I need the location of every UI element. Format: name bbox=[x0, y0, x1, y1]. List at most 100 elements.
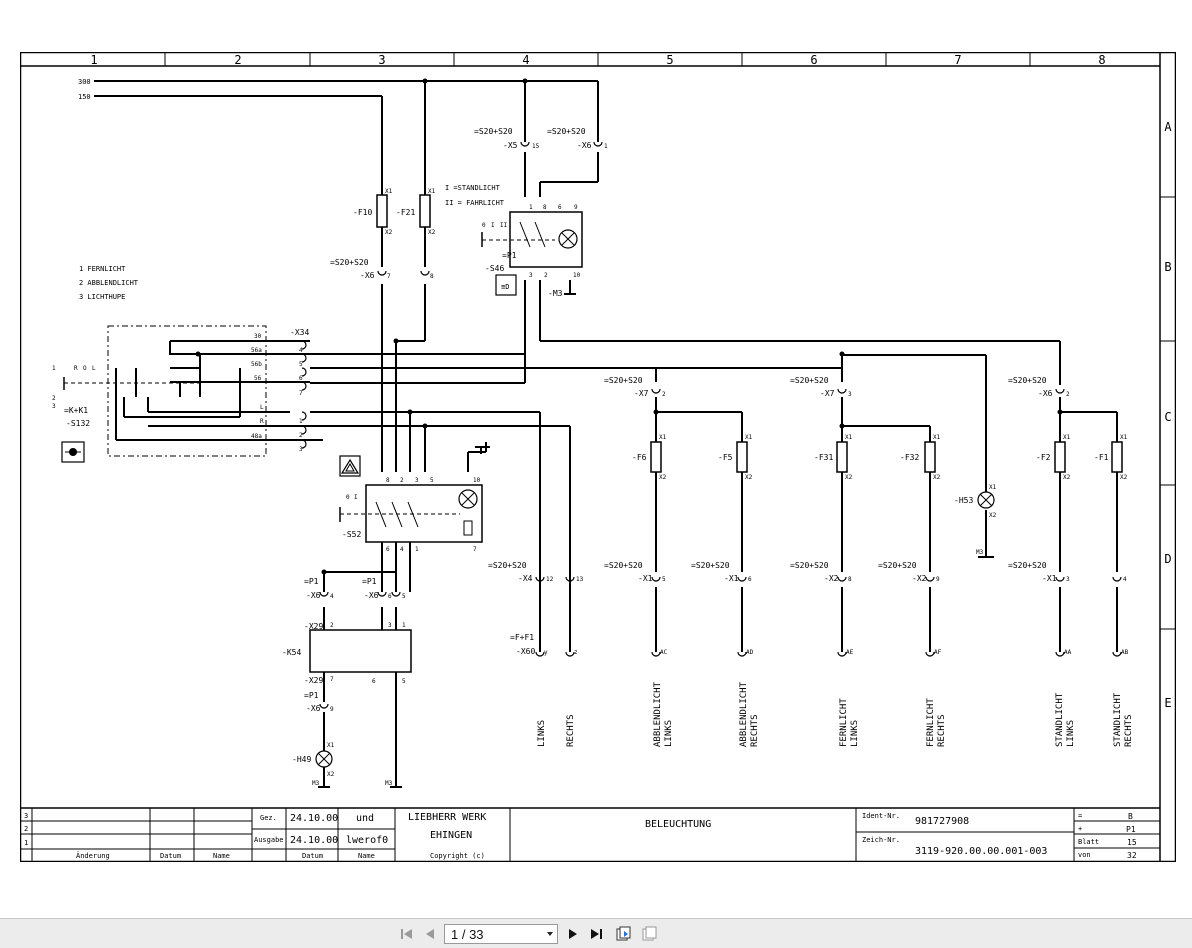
fit-width-icon bbox=[642, 926, 657, 941]
connector-label: -X1 bbox=[724, 574, 739, 583]
output-label: STANDLICHT bbox=[1055, 692, 1065, 747]
schematic-sheet: 1 2 3 4 5 6 7 8 A B C D E F bbox=[20, 52, 1176, 862]
lamp-terminal: X2 bbox=[327, 771, 335, 778]
revision-row-number: 3 bbox=[24, 812, 28, 820]
pin-number: 1 bbox=[52, 365, 56, 372]
output-label: STANDLICHT bbox=[1113, 692, 1123, 747]
component-label: -H53 bbox=[954, 496, 973, 505]
output-label: RECHTS bbox=[750, 714, 760, 747]
next-page-button[interactable] bbox=[564, 925, 582, 943]
connector-label: -X2 bbox=[912, 574, 927, 583]
connector-label: -X34 bbox=[290, 328, 309, 337]
component-label: -S52 bbox=[342, 530, 361, 539]
row-label: A bbox=[1164, 120, 1172, 134]
issued-date: 24.10.00 bbox=[290, 835, 338, 846]
k54-relay bbox=[309, 629, 412, 673]
column-label: 6 bbox=[810, 53, 817, 67]
fuse-symbol bbox=[419, 194, 431, 228]
pin-label: 48a bbox=[251, 433, 262, 440]
row-label: B bbox=[1164, 260, 1171, 274]
h49-lamp bbox=[315, 750, 333, 768]
fuse-symbol bbox=[1111, 441, 1123, 473]
pin-number: 3 bbox=[299, 446, 303, 453]
pin-label: 3 bbox=[848, 391, 852, 398]
pin-label: 4 bbox=[1123, 576, 1127, 583]
output-label: LINKS bbox=[1066, 720, 1076, 747]
copyright-text: Copyright (c) bbox=[430, 852, 485, 860]
fuse-symbol bbox=[836, 441, 848, 473]
meta-label: Blatt bbox=[1078, 838, 1099, 846]
connector-label: =S20+S20 bbox=[604, 561, 643, 570]
issued-name: lwerof0 bbox=[346, 835, 388, 846]
page-selector[interactable]: 1 / 33 bbox=[444, 924, 558, 944]
ground-label: M3 bbox=[312, 780, 320, 787]
mode-label: I bbox=[354, 494, 358, 501]
company-location: EHINGEN bbox=[430, 830, 472, 841]
pin-label: 2 bbox=[330, 622, 334, 629]
meta-value: 15 bbox=[1127, 838, 1137, 847]
mode-label: 0 bbox=[346, 494, 350, 501]
revision-row-number: 1 bbox=[24, 839, 28, 847]
pin-number: 2 bbox=[299, 432, 303, 439]
mode-label: O bbox=[83, 365, 87, 372]
s46-switch bbox=[481, 211, 583, 268]
output-label: FERNLICHT bbox=[926, 698, 936, 747]
fuse-terminal: X1 bbox=[933, 434, 941, 441]
connector-label: -X5 bbox=[503, 141, 518, 150]
drawn-date: 24.10.00 bbox=[290, 813, 338, 824]
pin-label: 9 bbox=[330, 706, 334, 713]
revision-header: Datum bbox=[160, 852, 181, 860]
company-name: LIEBHERR WERK bbox=[408, 812, 486, 823]
fuse-terminal: X2 bbox=[659, 474, 667, 481]
revision-header: Änderung bbox=[76, 851, 110, 860]
ident-number: 981727908 bbox=[915, 816, 969, 827]
column-label: 7 bbox=[954, 53, 961, 67]
connector-label: -X1 bbox=[1042, 574, 1057, 583]
wire-end-label: AA bbox=[1064, 649, 1072, 656]
connector-label: =S20+S20 bbox=[878, 561, 917, 570]
component-label: -K54 bbox=[282, 648, 301, 657]
connector-label: =F+F1 bbox=[510, 633, 534, 642]
output-label: LINKS bbox=[664, 720, 674, 747]
connector-label: =S20+S20 bbox=[1008, 561, 1047, 570]
fuse-label: -F5 bbox=[718, 453, 733, 462]
pin-label: 30 bbox=[254, 333, 262, 340]
name-header: Name bbox=[358, 852, 375, 860]
connector-label: =S20+S20 bbox=[330, 258, 369, 267]
previous-page-button[interactable] bbox=[421, 925, 439, 943]
pin-label: 7 bbox=[387, 273, 391, 280]
pin-label: 6 bbox=[558, 204, 562, 211]
fuse-label: -F1 bbox=[1094, 453, 1109, 462]
drawing-number: 3119-920.00.00.001-003 bbox=[915, 846, 1047, 857]
pin-label: y bbox=[544, 649, 548, 656]
fuse-label: -F10 bbox=[353, 208, 372, 217]
first-page-button[interactable] bbox=[398, 925, 416, 943]
fuse-terminal: X2 bbox=[845, 474, 853, 481]
pin-label: z bbox=[574, 649, 578, 656]
pin-number: 5 bbox=[299, 361, 303, 368]
column-label: 3 bbox=[378, 53, 385, 67]
bus-label: 150 bbox=[78, 93, 91, 101]
pin-label: 3 bbox=[1066, 576, 1070, 583]
fit-width-button[interactable] bbox=[640, 925, 658, 943]
meta-value: P1 bbox=[1126, 825, 1136, 834]
fuse-terminal: X2 bbox=[1120, 474, 1128, 481]
connector-label: =P1 bbox=[304, 577, 319, 586]
connector-label: -X7 bbox=[820, 389, 835, 398]
drawn-name: und bbox=[356, 813, 374, 824]
component-label: -S132 bbox=[66, 419, 90, 428]
connector-label: =S20+S20 bbox=[474, 127, 513, 136]
connector-label: -X6 bbox=[306, 591, 321, 600]
fuse-symbol bbox=[736, 441, 748, 473]
pin-label: 56a bbox=[251, 347, 262, 354]
last-page-button[interactable] bbox=[588, 925, 606, 943]
fit-page-button[interactable] bbox=[614, 925, 632, 943]
output-label: ABBLENDLICHT bbox=[653, 681, 663, 747]
ident-label: Ident-Nr. bbox=[862, 812, 900, 820]
pin-label: 10 bbox=[573, 272, 581, 279]
document-viewport: 1 2 3 4 5 6 7 8 A B C D E F bbox=[20, 52, 1176, 862]
fuse-symbol bbox=[1054, 441, 1066, 473]
pin-label: 6 bbox=[388, 593, 392, 600]
pin-label: 9 bbox=[936, 576, 940, 583]
hazard-icon bbox=[339, 455, 361, 477]
